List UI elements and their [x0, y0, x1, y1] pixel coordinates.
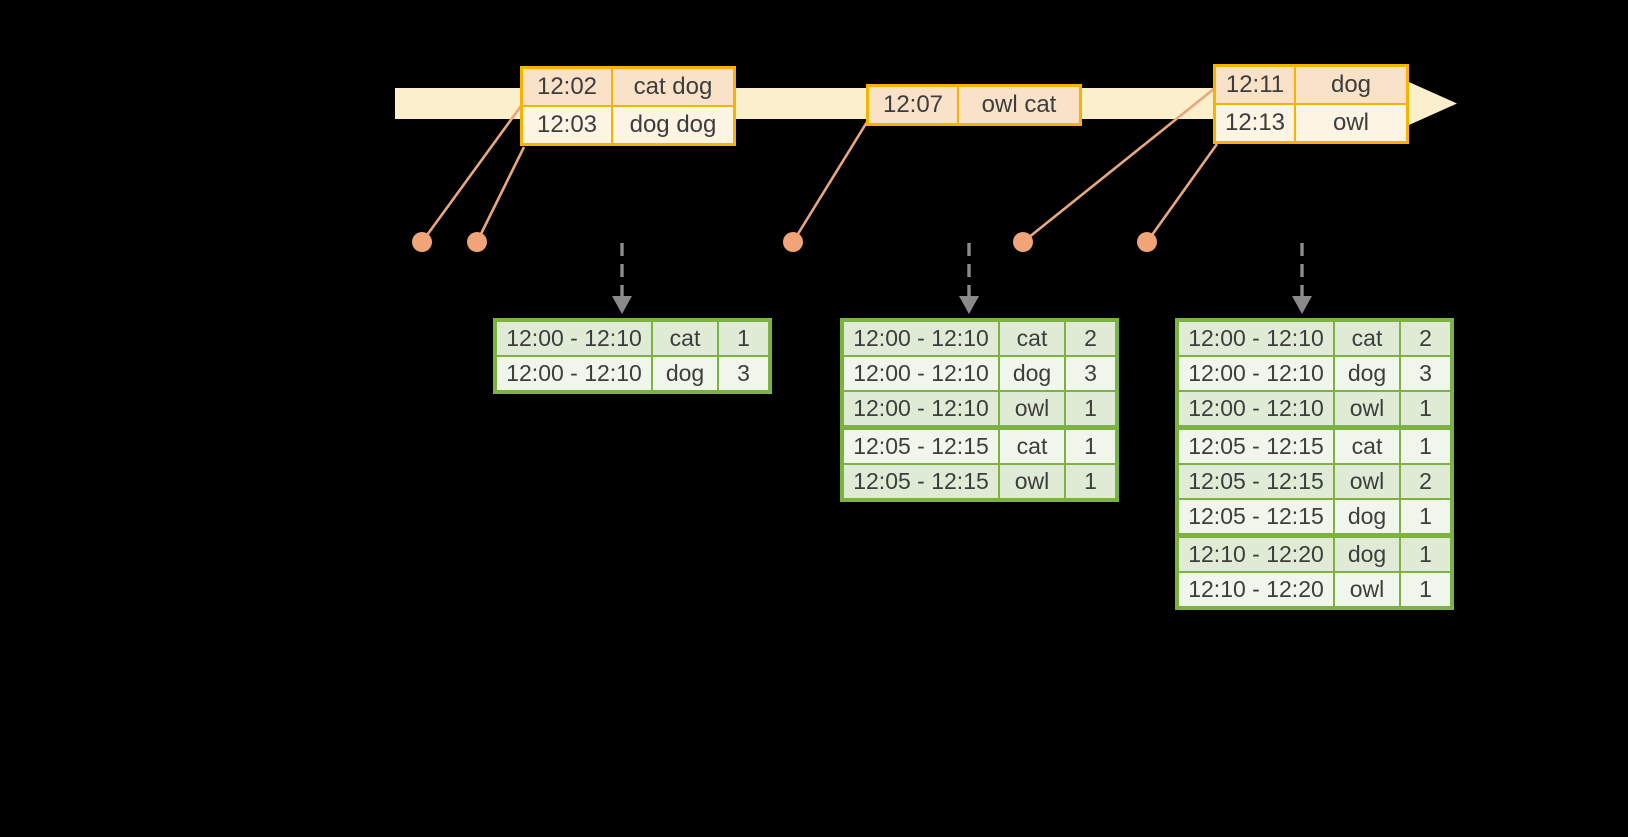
count-cell: 1: [1064, 463, 1118, 501]
event-dot: [1137, 232, 1157, 252]
window-cell: 12:00 - 12:10: [841, 319, 1000, 357]
event-table-1: 12:02 cat dog 12:03 dog dog: [520, 66, 736, 146]
window-cell: 12:10 - 12:20: [1176, 533, 1335, 573]
result-row: 12:05 - 12:15 owl 2: [1176, 463, 1453, 500]
window-cell: 12:00 - 12:10: [841, 355, 1000, 392]
word-cell: owl: [1333, 463, 1401, 500]
word-cell: cat: [1333, 425, 1401, 465]
trigger-arrow-icon: [1292, 243, 1312, 314]
count-cell: 2: [1399, 463, 1453, 500]
event-time: 12:03: [520, 105, 613, 146]
event-time: 12:07: [866, 84, 959, 126]
result-row: 12:00 - 12:10 owl 1: [841, 390, 1118, 429]
result-row: 12:00 - 12:10 owl 1: [1176, 390, 1453, 429]
event-row: 12:07 owl cat: [866, 84, 1082, 126]
window-cell: 12:05 - 12:15: [1176, 498, 1335, 537]
word-cell: owl: [998, 390, 1066, 429]
result-row: 12:10 - 12:20 owl 1: [1176, 571, 1453, 609]
window-cell: 12:00 - 12:10: [494, 355, 653, 393]
word-cell: owl: [1333, 390, 1401, 429]
word-cell: dog: [1333, 355, 1401, 392]
result-table-2: 12:00 - 12:10 cat 2 12:00 - 12:10 dog 3 …: [840, 318, 1119, 502]
count-cell: 3: [1399, 355, 1453, 392]
trigger-arrow-icon: [612, 243, 632, 314]
word-cell: cat: [1333, 319, 1401, 357]
word-cell: dog: [1333, 533, 1401, 573]
event-words: owl cat: [957, 84, 1082, 126]
result-row: 12:10 - 12:20 dog 1: [1176, 533, 1453, 573]
event-row: 12:13 owl: [1213, 103, 1409, 144]
event-row: 12:03 dog dog: [520, 105, 736, 146]
connector-line: [475, 146, 526, 243]
count-cell: 2: [1399, 319, 1453, 357]
word-cell: cat: [998, 425, 1066, 465]
event-dot: [783, 232, 803, 252]
word-cell: cat: [998, 319, 1066, 357]
count-cell: 1: [1399, 390, 1453, 429]
word-cell: dog: [998, 355, 1066, 392]
event-words: dog: [1294, 64, 1409, 105]
event-words: owl: [1294, 103, 1409, 144]
result-row: 12:00 - 12:10 cat 2: [1176, 319, 1453, 357]
window-cell: 12:00 - 12:10: [1176, 355, 1335, 392]
connector-line: [1145, 143, 1219, 243]
word-cell: cat: [651, 319, 719, 357]
window-cell: 12:00 - 12:10: [494, 319, 653, 357]
window-cell: 12:05 - 12:15: [841, 463, 1000, 501]
result-row: 12:05 - 12:15 owl 1: [841, 463, 1118, 501]
event-time: 12:02: [520, 66, 613, 107]
event-words: dog dog: [611, 105, 736, 146]
word-cell: owl: [998, 463, 1066, 501]
count-cell: 1: [1064, 390, 1118, 429]
result-row: 12:00 - 12:10 cat 1: [494, 319, 771, 357]
event-dot: [412, 232, 432, 252]
window-cell: 12:00 - 12:10: [1176, 319, 1335, 357]
word-cell: owl: [1333, 571, 1401, 609]
event-table-3: 12:11 dog 12:13 owl: [1213, 64, 1409, 144]
count-cell: 1: [1399, 425, 1453, 465]
result-table-3: 12:00 - 12:10 cat 2 12:00 - 12:10 dog 3 …: [1175, 318, 1454, 610]
connector-line: [1022, 86, 1216, 244]
trigger-arrow-icon: [959, 243, 979, 314]
word-cell: dog: [1333, 498, 1401, 537]
count-cell: 1: [1399, 498, 1453, 537]
event-table-2: 12:07 owl cat: [866, 84, 1082, 126]
window-cell: 12:05 - 12:15: [1176, 425, 1335, 465]
event-words: cat dog: [611, 66, 736, 107]
timeline-arrowhead-icon: [1400, 78, 1457, 129]
connector-line: [420, 105, 523, 243]
result-row: 12:05 - 12:15 cat 1: [841, 425, 1118, 465]
event-time: 12:11: [1213, 64, 1296, 105]
window-cell: 12:00 - 12:10: [1176, 390, 1335, 429]
result-row: 12:05 - 12:15 dog 1: [1176, 498, 1453, 537]
count-cell: 3: [717, 355, 771, 393]
window-cell: 12:05 - 12:15: [1176, 463, 1335, 500]
window-cell: 12:00 - 12:10: [841, 390, 1000, 429]
result-row: 12:00 - 12:10 dog 3: [841, 355, 1118, 392]
result-row: 12:05 - 12:15 cat 1: [1176, 425, 1453, 465]
event-dot: [467, 232, 487, 252]
event-time: 12:13: [1213, 103, 1296, 144]
count-cell: 1: [717, 319, 771, 357]
count-cell: 2: [1064, 319, 1118, 357]
result-row: 12:00 - 12:10 dog 3: [494, 355, 771, 393]
connector-line: [791, 121, 869, 243]
window-cell: 12:05 - 12:15: [841, 425, 1000, 465]
count-cell: 1: [1399, 571, 1453, 609]
result-table-1: 12:00 - 12:10 cat 1 12:00 - 12:10 dog 3: [493, 318, 772, 394]
count-cell: 3: [1064, 355, 1118, 392]
event-row: 12:11 dog: [1213, 64, 1409, 105]
result-row: 12:00 - 12:10 dog 3: [1176, 355, 1453, 392]
event-row: 12:02 cat dog: [520, 66, 736, 107]
count-cell: 1: [1064, 425, 1118, 465]
window-cell: 12:10 - 12:20: [1176, 571, 1335, 609]
event-dot: [1013, 232, 1033, 252]
count-cell: 1: [1399, 533, 1453, 573]
word-cell: dog: [651, 355, 719, 393]
result-row: 12:00 - 12:10 cat 2: [841, 319, 1118, 357]
